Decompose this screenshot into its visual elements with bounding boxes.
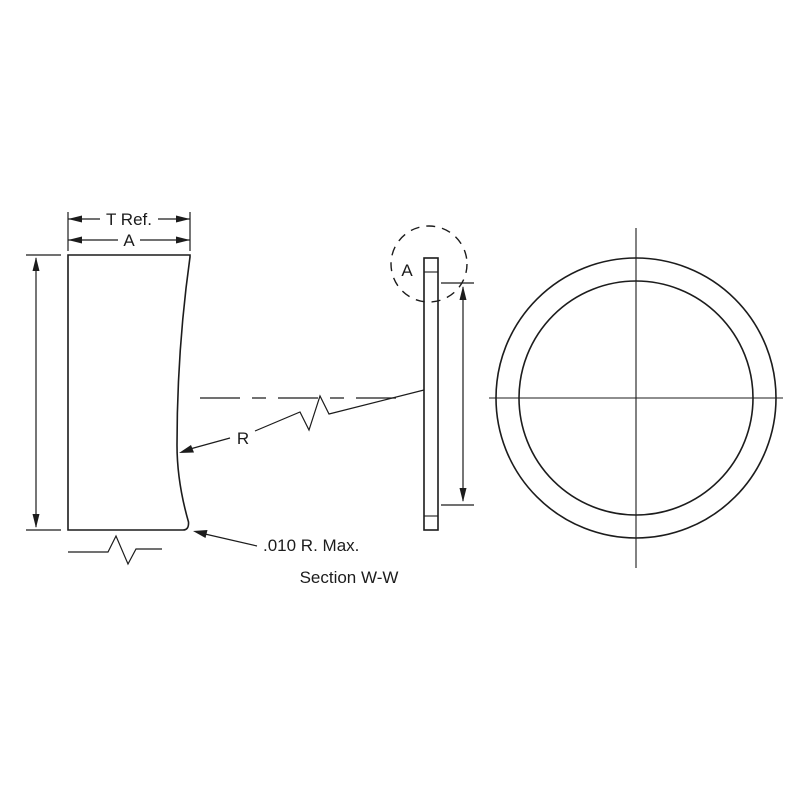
arrowhead-down bbox=[459, 488, 467, 502]
break-line-bottom bbox=[68, 534, 162, 566]
arrowhead-right bbox=[176, 236, 190, 244]
disc-edge-outline bbox=[423, 257, 439, 531]
leader-break bbox=[254, 389, 425, 432]
dimension-height bbox=[26, 254, 61, 531]
arrowhead-up bbox=[32, 257, 40, 271]
arrowhead-up bbox=[459, 286, 467, 300]
arrowhead-corner bbox=[193, 530, 208, 538]
a-label: A bbox=[123, 231, 135, 250]
arrowhead-left bbox=[68, 215, 82, 223]
corner-note-label: .010 R. Max. bbox=[263, 536, 359, 555]
edge-view: A bbox=[390, 225, 474, 531]
detail-label: A bbox=[401, 261, 413, 280]
radius-label: R bbox=[237, 429, 249, 448]
leader-line bbox=[189, 437, 231, 450]
arrowhead-right bbox=[176, 215, 190, 223]
radius-leader: R bbox=[179, 389, 425, 453]
section-outline bbox=[67, 254, 191, 531]
leader-line bbox=[204, 533, 258, 547]
corner-radius-note: .010 R. Max. bbox=[193, 530, 359, 555]
dimension-a: A bbox=[68, 231, 190, 250]
detail-circle bbox=[390, 225, 468, 303]
dimension-disc-diameter bbox=[441, 282, 474, 506]
dimension-t-ref: T Ref. bbox=[68, 210, 190, 229]
section-caption: Section W-W bbox=[300, 568, 399, 587]
t-ref-label: T Ref. bbox=[106, 210, 152, 229]
section-view: T Ref. A bbox=[26, 210, 425, 587]
arrowhead-down bbox=[32, 514, 40, 528]
front-view bbox=[489, 228, 783, 568]
arrowhead-left bbox=[68, 236, 82, 244]
detail-callout: A bbox=[390, 225, 468, 303]
arrowhead-radius bbox=[179, 445, 194, 453]
